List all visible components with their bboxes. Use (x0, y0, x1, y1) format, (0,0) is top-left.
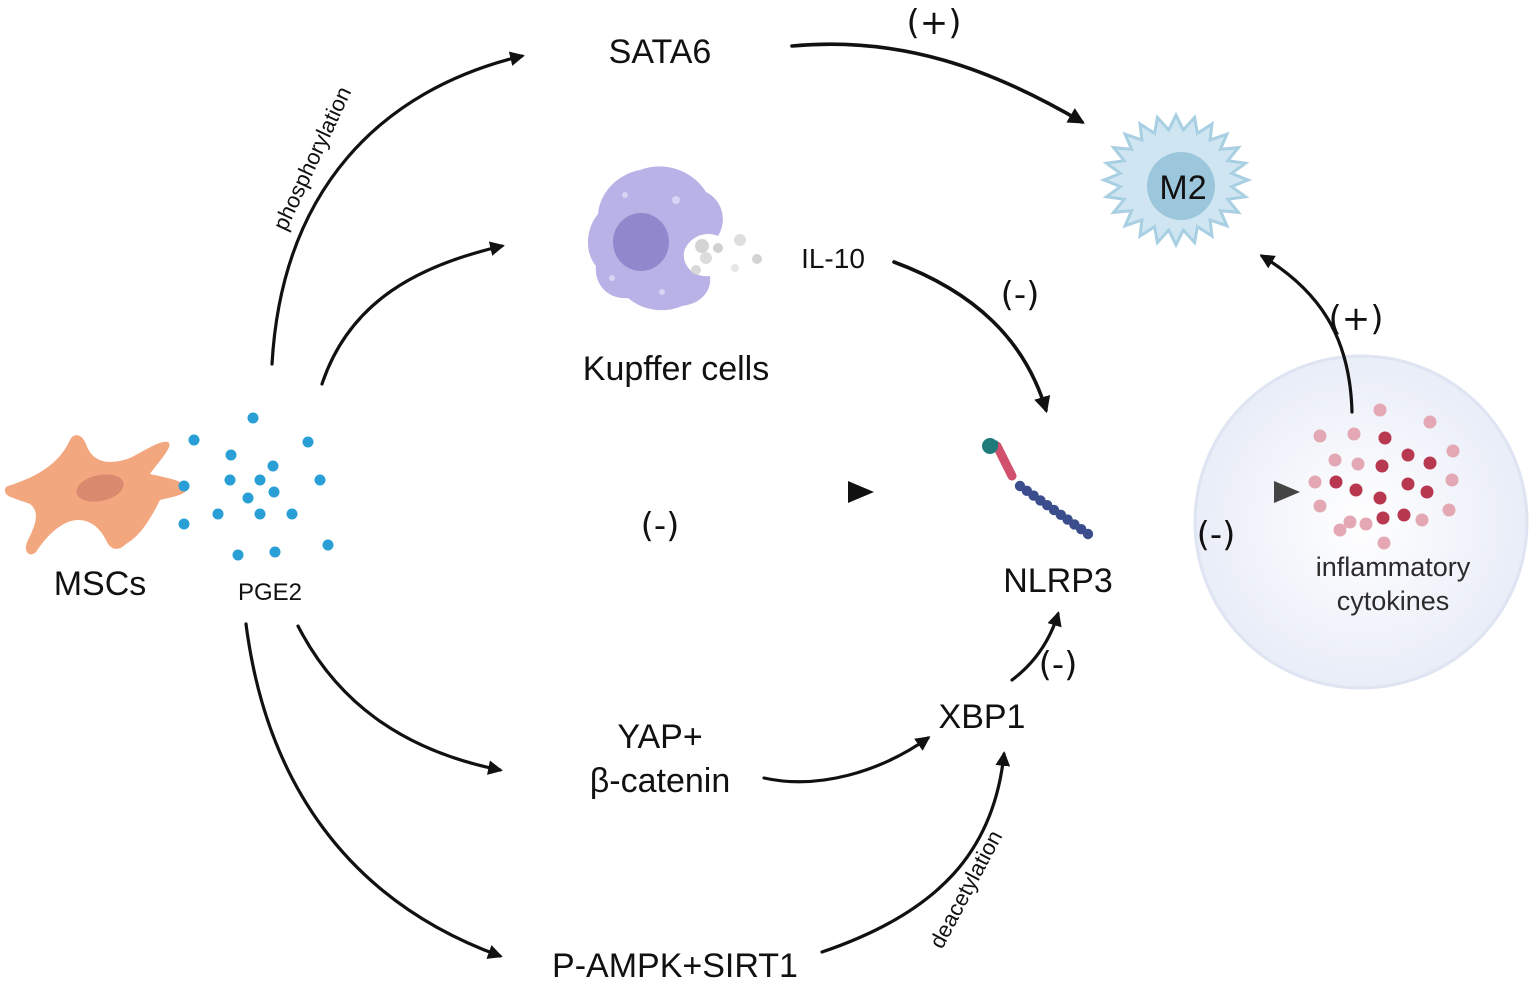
sign-pge2-to-nlrp3: (-) (641, 506, 680, 546)
pathway-arrows (244, 42, 1354, 959)
sign-sata6-to-m2: (+) (906, 3, 961, 43)
node-label-cytokines: cytokines (1337, 586, 1450, 616)
arrow-yap-to-xbp1 (762, 736, 931, 784)
node-label-inflammatory: inflammatory (1316, 552, 1471, 582)
node-label-yap: YAP+ (617, 718, 702, 756)
node-label-nlrp3: NLRP3 (1003, 562, 1113, 600)
kupffer-cell-icon (587, 166, 762, 311)
node-label-pampk-sirt1: P-AMPK+SIRT1 (552, 947, 798, 985)
arrow-pge2-to-yap (296, 624, 503, 775)
nlrp3-protein-icon (982, 438, 1094, 540)
sign-cytokines-to-m2: (+) (1328, 299, 1383, 339)
node-label-xbp1: XBP1 (939, 698, 1026, 736)
node-label-beta-catenin: β-catenin (590, 762, 731, 800)
sign-il10-to-nlrp3: (-) (1001, 275, 1040, 315)
node-label-sata6: SATA6 (609, 33, 712, 71)
node-label-m2: M2 (1159, 169, 1206, 207)
node-label-kupffer-cells: Kupffer cells (583, 350, 769, 388)
m2-macrophage-icon (1099, 111, 1253, 249)
arrow-pge2-to-pampk (244, 622, 503, 959)
arrow-il10-to-nlrp3 (892, 260, 1051, 414)
arrow-xbp1-to-nlrp3 (1010, 611, 1062, 682)
node-label-il10: IL-10 (801, 243, 865, 274)
node-label-pge2: PGE2 (238, 579, 302, 606)
arrow-pge2-to-kupffer (320, 241, 505, 386)
inflammatory-cytokines-icon (1193, 354, 1529, 690)
arrow-pampk-to-xbp1 (820, 751, 1011, 954)
node-label-mscs: MSCs (54, 565, 147, 603)
arrow-cytokines-to-m2 (1259, 254, 1354, 414)
sign-nlrp3-to-cytokines: (-) (1197, 515, 1236, 555)
sign-xbp1-to-nlrp3: (-) (1039, 645, 1078, 685)
arrow-pge2-to-sata6 (270, 51, 525, 366)
pge2-molecules-icon (178, 412, 334, 561)
arrow-sata6-to-m2 (790, 42, 1085, 124)
msc-cell-icon (4, 435, 187, 555)
